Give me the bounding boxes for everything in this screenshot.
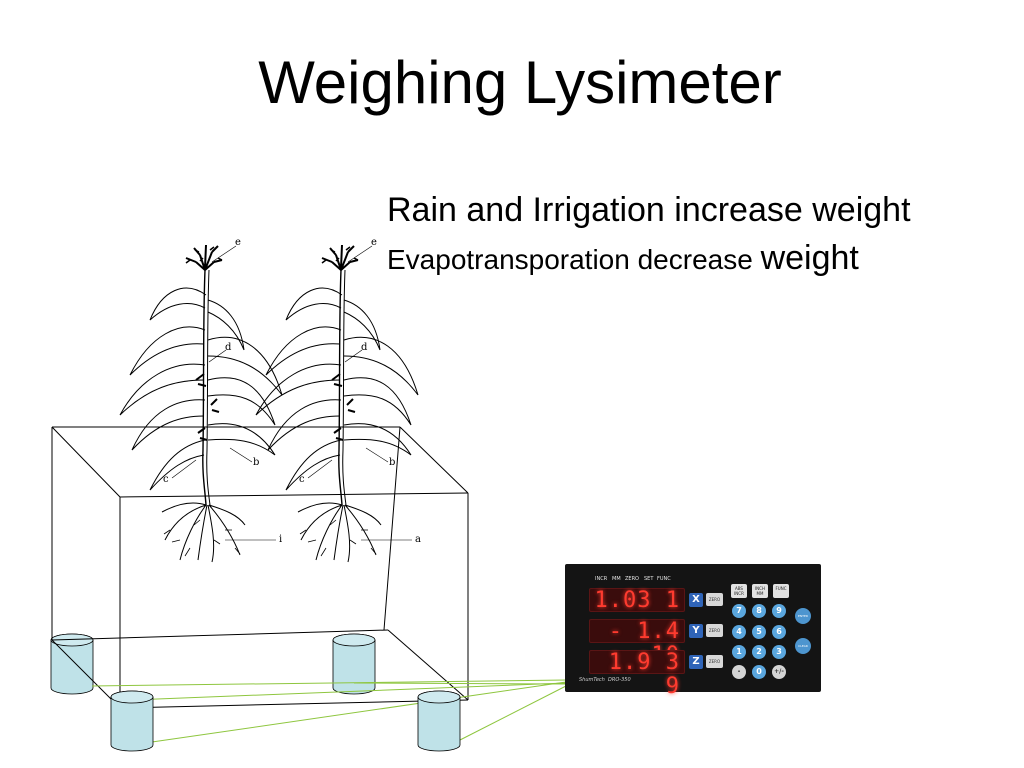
- keypad-9[interactable]: 9: [772, 604, 786, 618]
- slide-title: Weighing Lysimeter: [258, 49, 782, 116]
- signal-cables: [91, 679, 567, 743]
- axis-y-button[interactable]: Y: [689, 624, 703, 638]
- readout-y-value: - 1.4 10: [589, 619, 685, 668]
- keypad-5[interactable]: 5: [752, 625, 766, 639]
- enter-button[interactable]: ENTER: [795, 608, 811, 624]
- plant-label-stalk: d: [225, 342, 232, 353]
- plant-label-tassel: e: [235, 237, 241, 248]
- readout-x-value: 1.03 1: [589, 588, 685, 613]
- readout-top-label: MM: [612, 576, 621, 582]
- plant-label-stalk: d: [361, 342, 368, 353]
- plant-label-brace-root: c: [163, 474, 169, 485]
- inch-mm-label: INCH: [755, 586, 765, 591]
- zero-x-button[interactable]: ZERO: [706, 593, 723, 606]
- caption-evapotranspiration: Evapotransporation decrease weight: [387, 240, 859, 278]
- keypad-6[interactable]: 6: [772, 625, 786, 639]
- keypad-0[interactable]: 0: [752, 665, 766, 679]
- corn-plant-icon: [119, 244, 283, 563]
- abs-incr-label: INCR: [734, 591, 744, 596]
- func-label: FUNC: [775, 586, 787, 591]
- keypad-sign[interactable]: +/-: [772, 665, 786, 679]
- axis-z-button[interactable]: Z: [689, 655, 703, 669]
- corn-plant-icon: [255, 244, 419, 563]
- keypad-decimal[interactable]: ·: [732, 665, 746, 679]
- plant-label-leaf: b: [253, 457, 259, 468]
- plant-label-brace-root: c: [299, 474, 305, 485]
- zero-z-button[interactable]: ZERO: [706, 655, 723, 668]
- keypad-7[interactable]: 7: [732, 604, 746, 618]
- clear-button[interactable]: CLEAR: [795, 638, 811, 654]
- keypad-1[interactable]: 1: [732, 645, 746, 659]
- caption-evapotranspiration-weight: weight: [760, 239, 859, 277]
- load-cell-cylinder-icon: [332, 633, 376, 695]
- abs-incr-label: ABS: [735, 586, 743, 591]
- func-button[interactable]: FUNC: [773, 584, 789, 598]
- caption-rain-irrigation: Rain and Irrigation increase weight: [387, 191, 911, 229]
- plant-label-leaf: b: [389, 457, 395, 468]
- readout-z-value: 1.9 3 9: [589, 650, 685, 699]
- keypad-8[interactable]: 8: [752, 604, 766, 618]
- load-cell-cylinder-icon: [50, 633, 94, 695]
- readout-brand: ShumTech DRO-350: [579, 677, 631, 683]
- readout-top-label: INCR: [595, 576, 608, 582]
- keypad-2[interactable]: 2: [752, 645, 766, 659]
- keypad-3[interactable]: 3: [772, 645, 786, 659]
- readout-top-label: FUNC: [657, 576, 671, 582]
- axis-x-button[interactable]: X: [689, 593, 703, 607]
- brand-name: ShumTech: [579, 677, 605, 683]
- digital-readout-display: INCR MM ZERO SET FUNC 1.03 1 - 1.4 10 1.…: [565, 564, 821, 699]
- readout-top-label: SET: [644, 576, 654, 582]
- lysimeter-box: [51, 426, 469, 709]
- load-cell-cylinder-icon: [417, 690, 461, 752]
- load-cell-cylinder-icon: [110, 690, 154, 752]
- model-name: DRO-350: [608, 677, 631, 683]
- plant-label-tassel: e: [371, 237, 377, 248]
- zero-y-button[interactable]: ZERO: [706, 624, 723, 637]
- readout-top-label: ZERO: [625, 576, 639, 582]
- inch-mm-label: MM: [756, 591, 764, 596]
- plant-label-root: i: [279, 534, 282, 545]
- caption-evapotranspiration-text: Evapotransporation decrease: [387, 244, 761, 275]
- keypad-4[interactable]: 4: [732, 625, 746, 639]
- plant-label-root: a: [415, 534, 421, 545]
